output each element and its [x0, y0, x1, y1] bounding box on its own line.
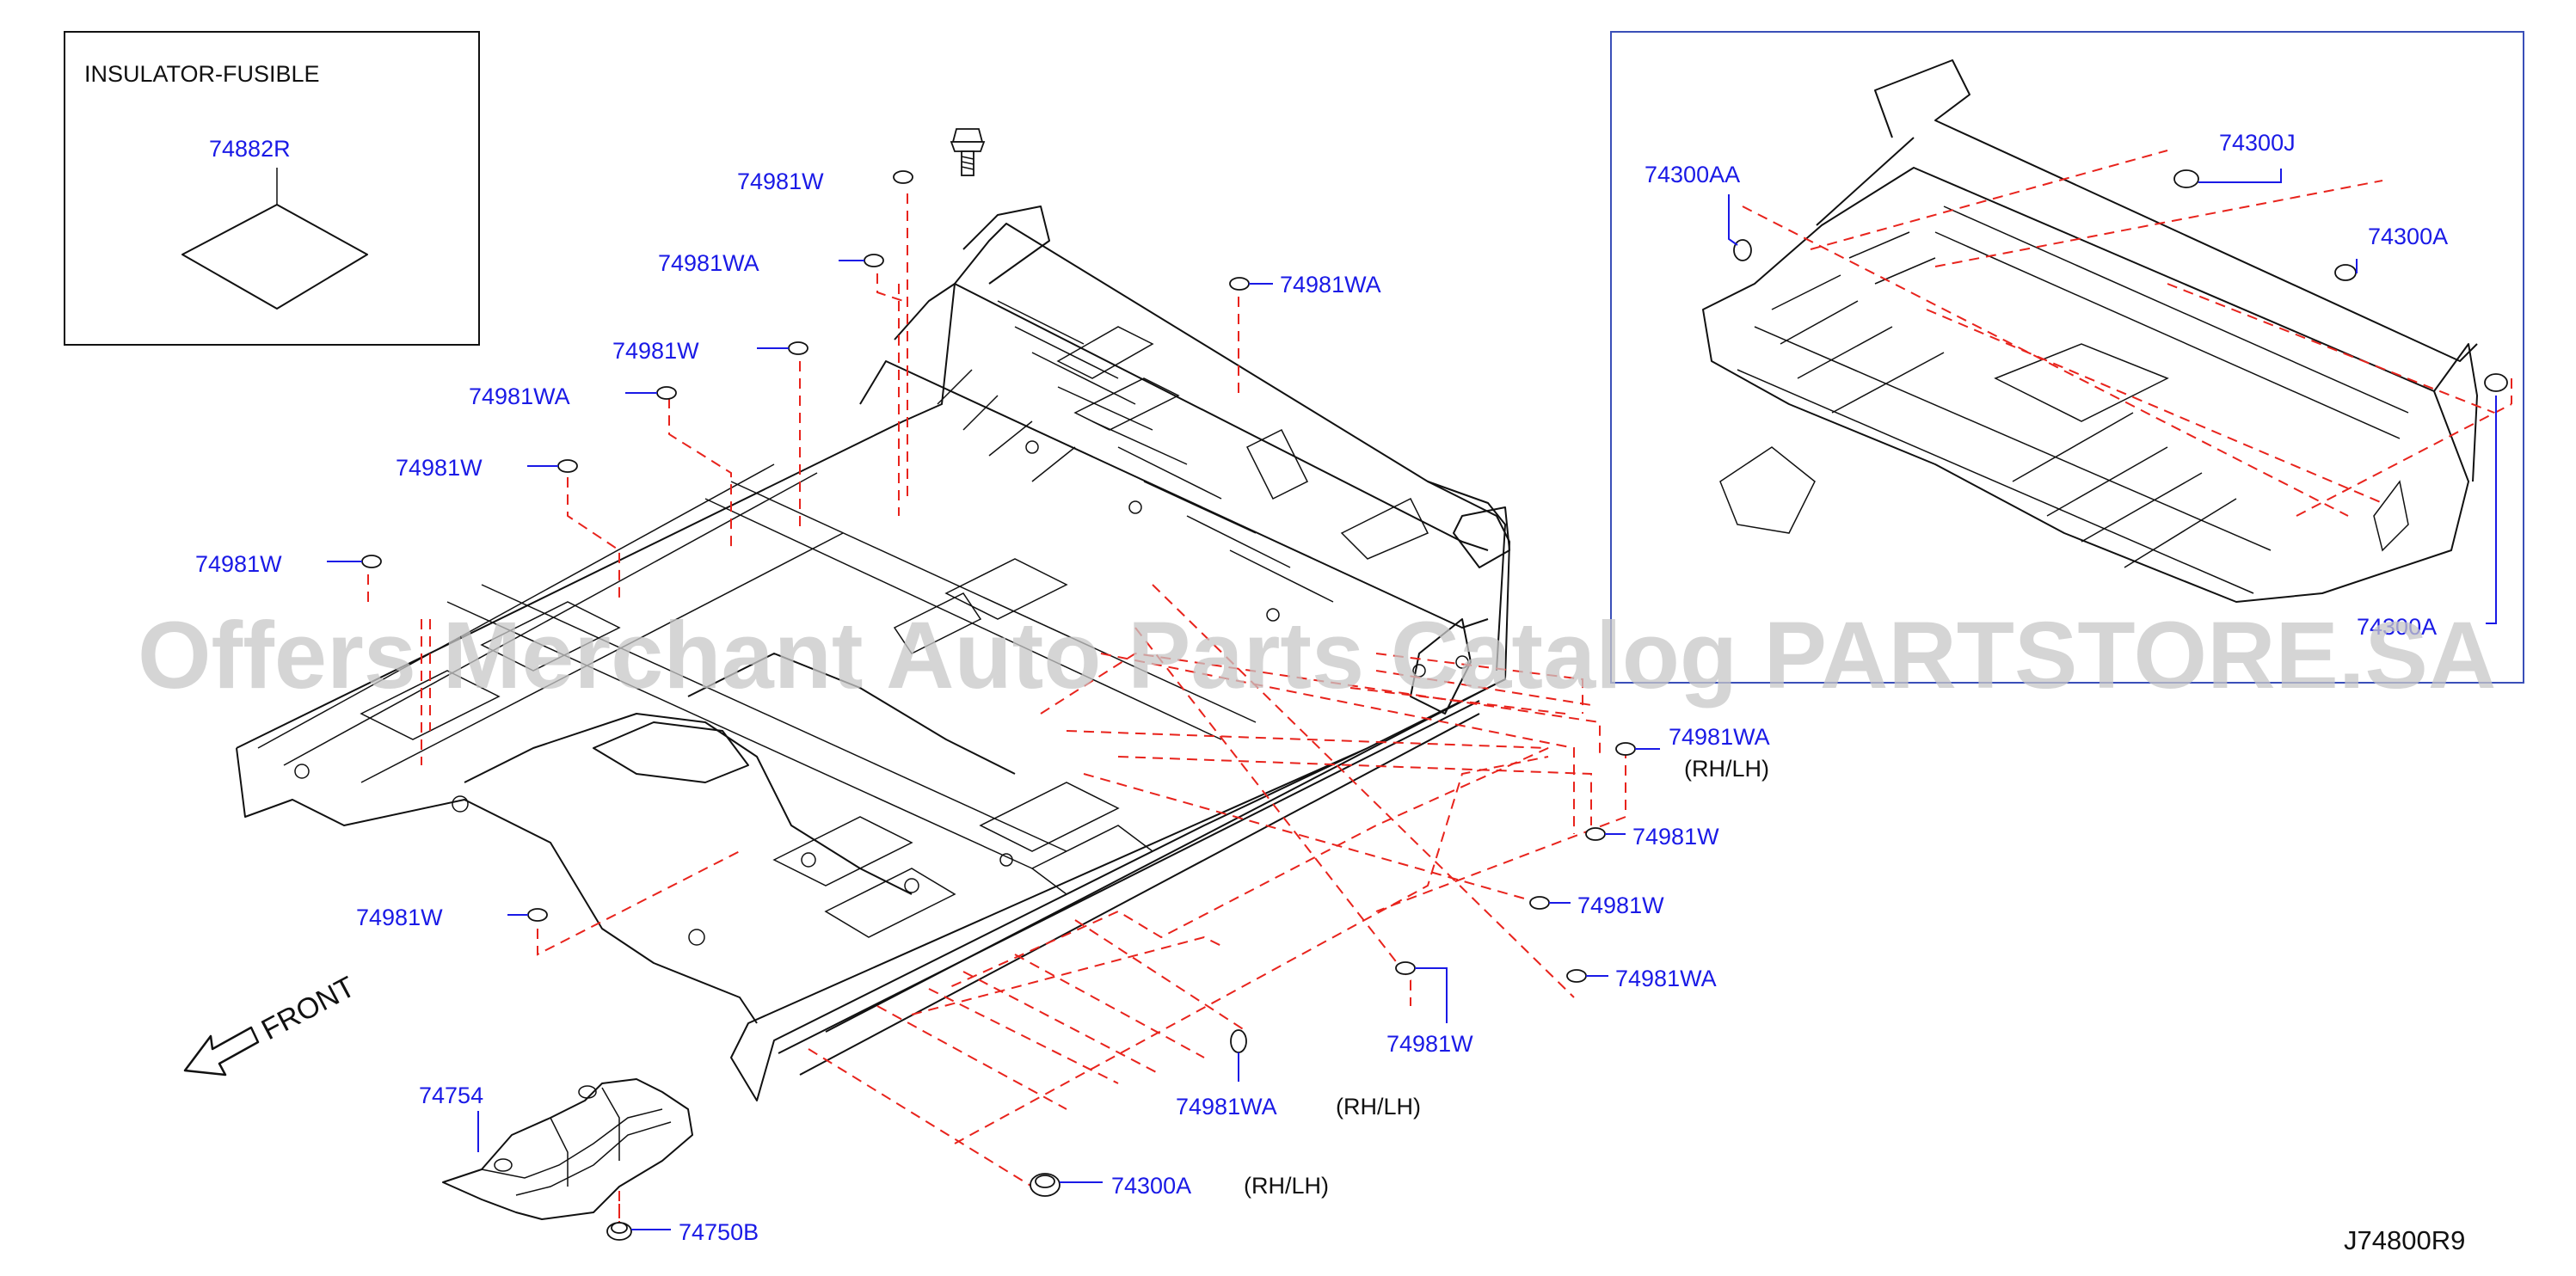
- part-label-74981wa[interactable]: 74981WA: [1615, 966, 1717, 991]
- heat-shield-74754-drawing: [442, 1078, 693, 1221]
- plug-74981w-icon: [527, 908, 548, 922]
- part-label-74981w[interactable]: 74981W: [396, 455, 483, 481]
- bolt-icon: [950, 128, 986, 176]
- part-label-74750b[interactable]: 74750B: [679, 1219, 759, 1245]
- plug-74981wa-icon: [1229, 277, 1250, 291]
- plug-74981wa-icon: [864, 254, 884, 267]
- part-label-74981w[interactable]: 74981W: [356, 905, 443, 930]
- part-leader-lines: [327, 260, 1660, 1230]
- part-label-74981w[interactable]: 74981W: [1577, 893, 1664, 918]
- inset-detail-box: 74300AA 74300J 74300A 74300A: [1610, 31, 2524, 684]
- clip-74300j-icon: [2173, 169, 2199, 188]
- part-label-74981wa[interactable]: 74981WA: [1176, 1094, 1277, 1120]
- plug-74981w-icon: [1529, 896, 1550, 910]
- clip-74750b-icon: [606, 1222, 632, 1241]
- front-label: FRONT: [256, 971, 360, 1047]
- plug-74981w-icon: [1585, 827, 1606, 841]
- part-label-74981wa[interactable]: 74981WA: [469, 383, 570, 409]
- plug-74981wa-icon: [1230, 1029, 1247, 1053]
- front-arrow-icon: FRONT: [183, 971, 360, 1077]
- part-label-74981w[interactable]: 74981W: [612, 338, 699, 364]
- plug-location-dashes: [367, 193, 1626, 1238]
- part-label-74981w[interactable]: 74981W: [1632, 824, 1719, 850]
- part-label-74300a[interactable]: 74300A: [1111, 1173, 1191, 1199]
- part-label-74981wa[interactable]: 74981WA: [1280, 272, 1381, 298]
- clip-74300a-icon: [2334, 264, 2357, 281]
- plug-74981wa-icon: [656, 386, 677, 400]
- inset-label-74300aa[interactable]: 74300AA: [1645, 162, 1740, 187]
- insulator-pad-shape: [181, 204, 368, 310]
- note-rh-lh: (RH/LH): [1684, 756, 1769, 782]
- insulator-box-title: INSULATOR-FUSIBLE: [84, 61, 320, 87]
- part-label-74981wa[interactable]: 74981WA: [1669, 724, 1770, 750]
- part-label-74981wa[interactable]: 74981WA: [658, 250, 759, 276]
- inset-label-74300a[interactable]: 74300A: [2368, 224, 2448, 249]
- part-label-74882r[interactable]: 74882R: [209, 136, 291, 162]
- insulator-fusible-box: INSULATOR-FUSIBLE 74882R: [64, 31, 480, 346]
- plug-74981w-icon: [361, 555, 382, 568]
- note-rh-lh: (RH/LH): [1244, 1173, 1329, 1199]
- watermark-text: Offers Merchant Auto Parts Catalog PARTS…: [138, 603, 2496, 709]
- clip-74300a-icon: [1030, 1173, 1061, 1197]
- plug-74981wa-icon: [1615, 742, 1636, 756]
- part-label-74981w[interactable]: 74981W: [1386, 1031, 1473, 1057]
- plug-icons: [361, 170, 1636, 1053]
- main-part-labels: 74981W 74981WA 74981WA 74981W 74981WA 74…: [195, 169, 1770, 1245]
- part-label-74981w[interactable]: 74981W: [737, 169, 824, 194]
- part-label-74754[interactable]: 74754: [419, 1083, 483, 1108]
- plug-74981w-icon: [893, 170, 913, 184]
- part-label-74981w[interactable]: 74981W: [195, 551, 282, 577]
- note-rh-lh: (RH/LH): [1336, 1094, 1421, 1120]
- plug-74981wa-icon: [1566, 969, 1587, 983]
- inset-label-74300a-partial[interactable]: 74300A: [2357, 614, 2437, 640]
- inset-label-74300j[interactable]: 74300J: [2219, 130, 2296, 156]
- clip-74300a-partial-icon: [2484, 373, 2508, 392]
- clip-74300aa-icon: [1733, 239, 1752, 261]
- plug-74981w-icon: [788, 341, 808, 355]
- plug-74981w-icon: [557, 459, 578, 473]
- diagram-id: J74800R9: [2344, 1225, 2465, 1255]
- plug-74981w-icon: [1395, 961, 1416, 975]
